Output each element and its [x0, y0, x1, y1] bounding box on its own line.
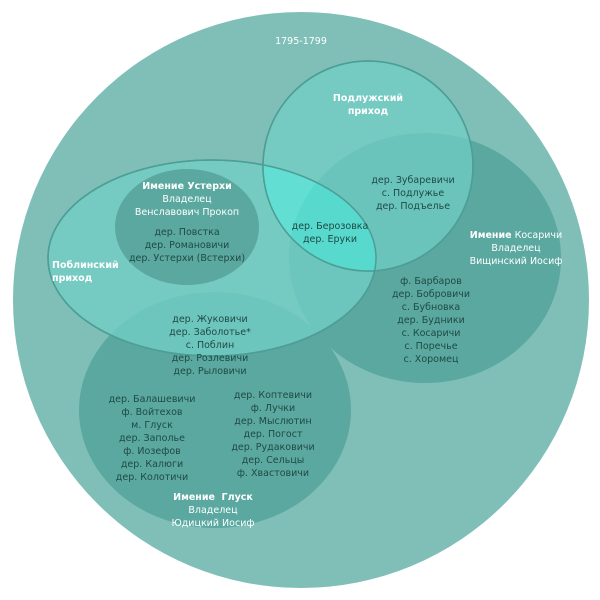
estate-gluski-owner-label: Владелец	[188, 505, 238, 516]
village: с. Косаричи	[402, 328, 461, 339]
village: с. Бубновка	[402, 302, 460, 313]
estate-gluski-villages-left: дер. Балашевичи ф. Войтехов м. Глуск дер…	[109, 394, 196, 483]
village: ф. Барбаров	[400, 276, 462, 287]
village: дер. Бобровичи	[392, 289, 470, 300]
podluzh-parish-outline	[262, 60, 474, 272]
estate-kosarichi-villages: ф. Барбаров дер. Бобровичи с. Бубновка д…	[392, 276, 470, 365]
village: дер. Жуковичи	[172, 314, 247, 325]
estate-usterhi-villages: дер. Повстка дер. Романовичи дер. Устерх…	[129, 227, 245, 264]
village: дер. Заболотье*	[169, 327, 251, 338]
village: дер. Подъелье	[376, 201, 450, 212]
village: дер. Рудаковичи	[231, 442, 314, 453]
village: дер. Сельцы	[242, 455, 305, 466]
village: дер. Берозовка	[292, 221, 369, 232]
village: дер. Розлевичи	[172, 353, 249, 364]
podluzh-parish-title-2: приход	[348, 106, 389, 117]
village: дер. Заполье	[119, 433, 185, 444]
village: дер. Мыслютин	[234, 416, 311, 427]
podluzh-parish-title: Подлужский	[333, 93, 403, 104]
estate-gluski-circle	[79, 292, 351, 528]
period-label: 1795-1799	[275, 36, 327, 47]
village: дер. Романовичи	[145, 240, 230, 251]
estate-usterhi-owner-label: Владелец	[162, 194, 212, 205]
village: ф. Хвастовичи	[237, 468, 309, 479]
poblin-parish-title: Поблинский	[52, 260, 119, 271]
estate-usterhi-title: Имение Устерхи	[142, 181, 232, 192]
village: ф. Войтехов	[121, 407, 182, 418]
village: с. Поречье	[404, 341, 457, 352]
village: дер. Погост	[244, 429, 303, 440]
village: дер. Устерхи (Встерхи)	[129, 253, 245, 264]
village: с. Хоромец	[404, 354, 459, 365]
village: дер. Еруки	[303, 234, 357, 245]
village: дер. Колотичи	[116, 472, 188, 483]
village: м. Глуск	[131, 420, 173, 431]
village: дер. Коптевичи	[234, 390, 312, 401]
podluzh-kosarichi-villages: дер. Зубаревичи с. Подлужье дер. Подъель…	[371, 175, 454, 212]
village: дер. Рыловичи	[173, 366, 246, 377]
poblin-gluski-villages: дер. Жуковичи дер. Заболотье* с. Поблин …	[169, 314, 251, 377]
estate-gluski-owner: Юдицкий Иосиф	[171, 518, 254, 529]
village: дер. Повстка	[154, 227, 219, 238]
village: с. Подлужье	[382, 188, 445, 199]
estate-kosarichi-title: Имение Косаричи	[470, 230, 562, 241]
village: дер. Калюги	[121, 459, 183, 470]
village: дер. Балашевичи	[109, 394, 196, 405]
estate-usterhi-owner: Венславович Прокоп	[135, 207, 239, 218]
estate-kosarichi-owner-label: Владелец	[491, 243, 541, 254]
estate-kosarichi-title-prefix: Имение	[470, 230, 512, 241]
estate-gluski-title: Имение Глуск	[173, 492, 253, 503]
triple-overlap-villages: дер. Берозовка дер. Еруки	[292, 221, 369, 245]
poblin-parish-title-2: приход	[52, 273, 93, 284]
village: дер. Будники	[397, 315, 465, 326]
estate-kosarichi-title-name: Косаричи	[512, 230, 563, 241]
village: с. Поблин	[186, 340, 235, 351]
estate-gluski-villages-right: дер. Коптевичи ф. Лучки дер. Мыслютин де…	[231, 390, 314, 479]
estate-kosarichi-owner: Вищинский Иосиф	[470, 256, 563, 267]
village: ф. Иозефов	[123, 446, 181, 457]
village: дер. Зубаревичи	[371, 175, 454, 186]
poblin-parish-outline	[47, 159, 377, 357]
village: ф. Лучки	[251, 403, 295, 414]
estate-usterhi-circle	[115, 169, 259, 285]
